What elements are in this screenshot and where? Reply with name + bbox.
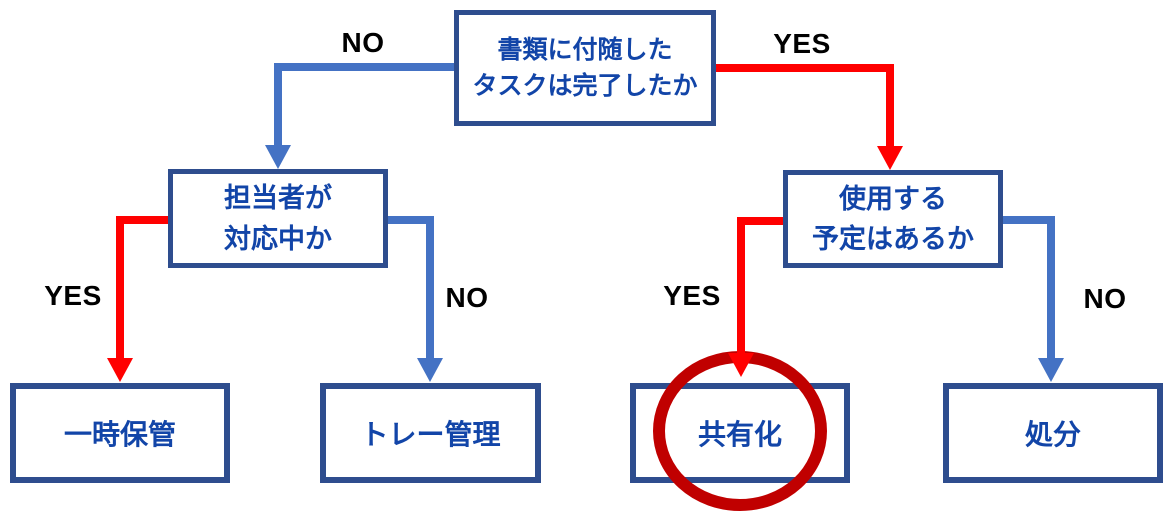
root-no-arrowhead-icon: [265, 145, 291, 169]
left-yes-arrow-line: [116, 216, 168, 360]
root-yes-arrowhead-icon: [877, 146, 903, 170]
right-no-label: NO: [1083, 283, 1127, 314]
right-no-arrowhead-icon: [1038, 358, 1064, 382]
left-question-box: 担当者が 対応中か: [168, 169, 388, 268]
left-no-label: NO: [445, 282, 489, 313]
right-yes-arrowhead-icon: [728, 353, 754, 377]
right-question-box: 使用する 予定はあるか: [783, 170, 1003, 268]
outcome-temporary-storage-box: 一時保管: [10, 383, 230, 483]
root-no-label: NO: [341, 27, 385, 58]
left-yes-label: YES: [44, 280, 102, 311]
outcome-disposal-box: 処分: [943, 383, 1163, 483]
right-yes-arrow-line: [737, 217, 783, 354]
root-yes-arrow-line: [716, 64, 894, 147]
outcome-sharing-box: 共有化: [630, 383, 850, 483]
right-no-arrow-line: [1003, 216, 1055, 360]
right-yes-label: YES: [663, 280, 721, 311]
root-yes-label: YES: [773, 28, 831, 59]
left-no-arrow-line: [388, 216, 434, 360]
left-yes-arrowhead-icon: [107, 358, 133, 382]
outcome-tray-management-box: トレー管理: [320, 383, 541, 483]
root-no-arrow-line: [274, 63, 454, 147]
left-no-arrowhead-icon: [417, 358, 443, 382]
root-question-box: 書類に付随した タスクは完了したか: [454, 10, 716, 126]
